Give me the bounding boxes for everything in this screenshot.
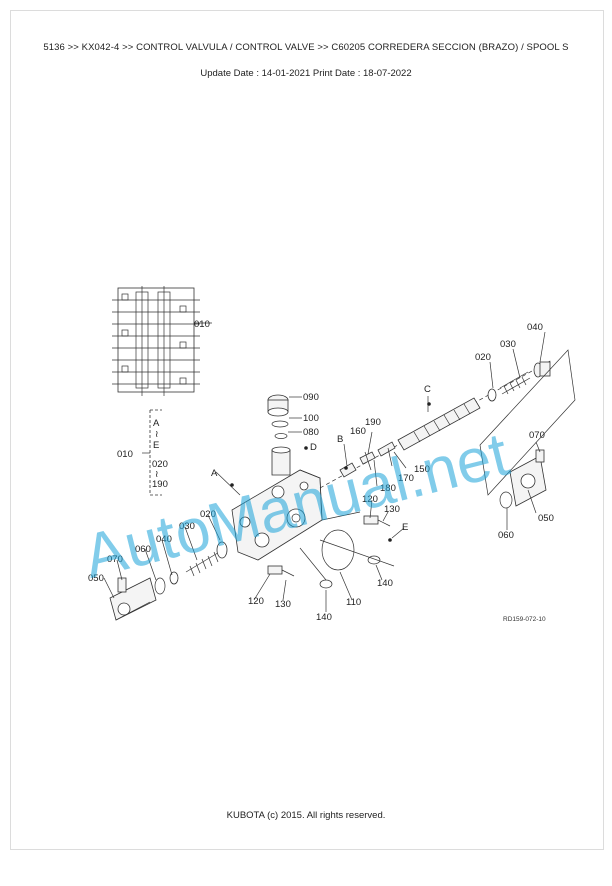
callout-060: 060 (135, 544, 151, 555)
callout-020: 020 (152, 459, 168, 470)
copyright-footer: KUBOTA (c) 2015. All rights reserved. (226, 810, 386, 821)
callout-030: 030 (179, 521, 195, 532)
callout-110: 110 (346, 597, 361, 608)
callout-130: 130 (275, 599, 291, 610)
callout-120: 120 (362, 494, 378, 505)
callout-070: 070 (529, 430, 545, 441)
callout-010: 010 (117, 449, 133, 460)
callout-140: 140 (316, 612, 332, 623)
letter-d: D (310, 442, 317, 453)
approx-sign: ≀ (155, 469, 159, 480)
letter-e: E (402, 522, 408, 533)
valve-body-drawing (231, 446, 323, 561)
callout-090: 090 (303, 392, 319, 403)
drawing-reference: RD159-072-10 (503, 616, 546, 623)
callout-040: 040 (527, 322, 543, 333)
callout-050: 050 (538, 513, 554, 524)
callout-010: 010 (194, 319, 210, 330)
lower-left-parts-drawing (109, 541, 228, 621)
document-page (10, 10, 604, 850)
letter-e: E (153, 440, 159, 451)
callout-030: 030 (500, 339, 516, 350)
breadcrumb: 5136 >> KX042-4 >> CONTROL VALVULA / CON… (43, 42, 569, 53)
callout-020: 020 (200, 509, 216, 520)
callout-120: 120 (248, 596, 264, 607)
callout-070: 070 (107, 554, 123, 565)
callout-190: 190 (365, 417, 381, 428)
callout-080: 080 (303, 427, 319, 438)
callout-160: 160 (350, 426, 366, 437)
cap-parts-drawing (267, 394, 302, 439)
valve-stack-drawing (112, 286, 212, 496)
spool-assembly-drawing (319, 349, 576, 509)
watermark: AutoManual.net (77, 420, 515, 592)
letter-a: A (211, 468, 218, 479)
callout-140: 140 (377, 578, 393, 589)
callout-150: 150 (414, 464, 430, 475)
lower-centre-parts-drawing (267, 511, 395, 589)
letter-b: B (337, 434, 343, 445)
callout-190: 190 (152, 479, 168, 490)
callout-170: 170 (398, 473, 414, 484)
letter-a: A (153, 418, 160, 429)
callout-180: 180 (380, 483, 396, 494)
callout-050: 050 (88, 573, 104, 584)
callout-060: 060 (498, 530, 514, 541)
approx-sign: ≀ (155, 429, 159, 440)
callout-100: 100 (303, 413, 319, 424)
date-line: Update Date : 14-01-2021 Print Date : 18… (200, 68, 412, 79)
callout-020: 020 (475, 352, 491, 363)
callout-040: 040 (156, 534, 172, 545)
callout-130: 130 (384, 504, 400, 515)
letter-c: C (424, 384, 431, 395)
leader-lines (103, 331, 546, 612)
